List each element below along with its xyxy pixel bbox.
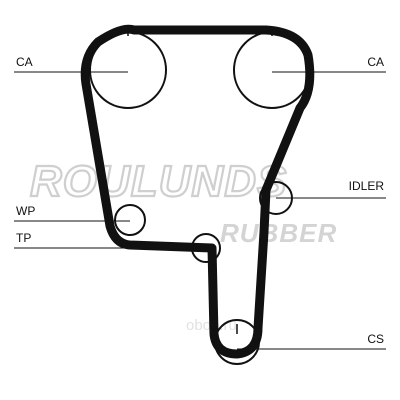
water-pump-pulley (114, 204, 146, 236)
timing-marks (127, 28, 273, 334)
labels: CA CA IDLER WP TP CS (16, 55, 384, 346)
camshaft-pulley-left (89, 31, 167, 109)
timing-belt (80, 24, 315, 359)
label-wp: WP (16, 204, 35, 218)
label-tp: TP (16, 231, 31, 245)
label-cs: CS (367, 332, 384, 346)
watermark: ROULUNDS RUBBER oboe.ru (29, 156, 337, 334)
label-ca-right: CA (367, 55, 384, 69)
pulleys (89, 31, 311, 365)
watermark-sub: RUBBER (220, 218, 337, 248)
label-ca-left: CA (16, 55, 33, 69)
label-idler: IDLER (349, 179, 385, 193)
camshaft-pulley-right (233, 31, 311, 109)
leader-lines (14, 71, 386, 350)
crankshaft-pulley (214, 319, 260, 365)
watermark-brand: ROULUNDS (30, 157, 287, 206)
